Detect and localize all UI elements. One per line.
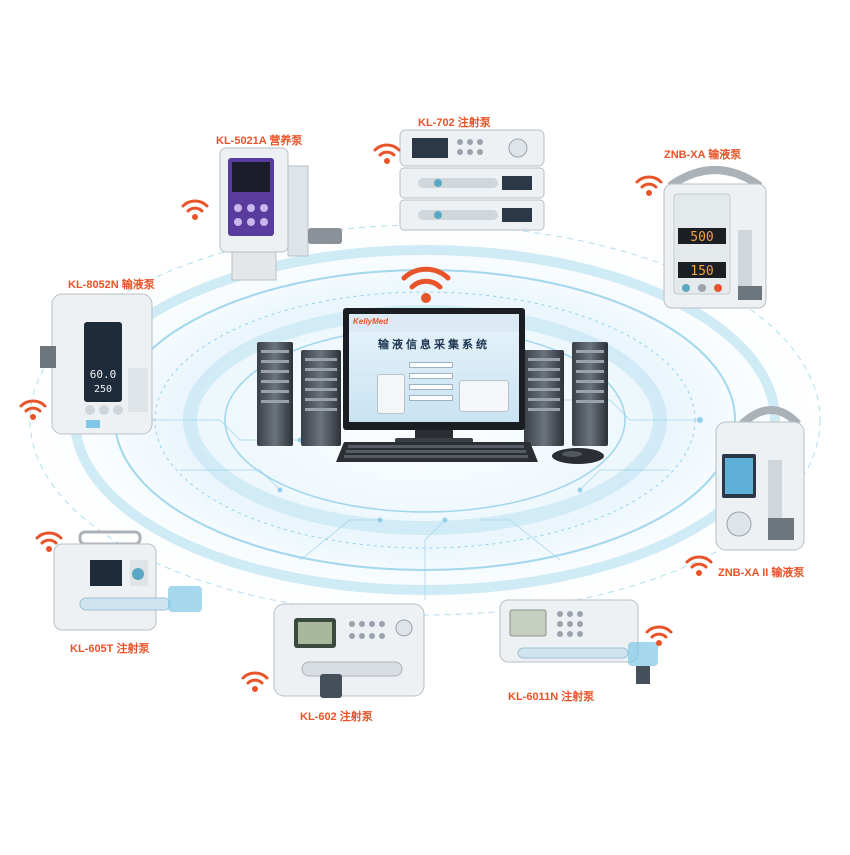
device-label-kl8052n: KL-8052N 输液泵	[68, 279, 155, 291]
nutrition-pump-kl5021a	[219, 147, 342, 281]
device-label-kl5021a: KL-5021A 营养泵	[216, 135, 303, 147]
syringe-pump-kl702	[399, 129, 545, 231]
device-label-znbxa: ZNB-XA 输液泵	[664, 149, 742, 161]
server-rack-right-icon	[524, 342, 608, 446]
mouse-icon	[552, 448, 604, 464]
screen-form	[409, 362, 453, 402]
monitor-base	[395, 438, 473, 443]
server-rack-left-icon	[257, 342, 341, 446]
screen-pump-image	[377, 374, 405, 414]
wifi-icon	[401, 266, 451, 303]
wifi-icon	[19, 399, 47, 420]
wifi-icon	[685, 555, 713, 576]
device-label-znbxa2: ZNB-XA II 输液泵	[718, 567, 805, 579]
monitor: KellyMed 输液信息采集系统	[343, 308, 525, 430]
device-label-kl702: KL-702 注射泵	[418, 117, 491, 129]
wifi-icon	[181, 199, 209, 220]
svg-text:250: 250	[94, 384, 112, 395]
wifi-icon	[645, 625, 673, 646]
svg-text:500: 500	[690, 230, 713, 245]
brand-logo: KellyMed	[353, 317, 389, 326]
wifi-icon	[373, 143, 401, 164]
infusion-pump-znbxa2	[715, 406, 805, 551]
device-label-kl602: KL-602 注射泵	[300, 711, 373, 723]
svg-text:60.0: 60.0	[90, 368, 117, 381]
syringe-pump-kl602	[273, 603, 425, 698]
system-title: 输液信息采集系统	[378, 338, 490, 351]
screen-header: KellyMed	[349, 314, 519, 332]
monitor-stand	[415, 430, 453, 440]
infusion-pump-znbxa: 500 150	[663, 166, 767, 309]
device-label-kl605t: KL-605T 注射泵	[70, 643, 150, 655]
syringe-pump-kl6011n	[499, 599, 658, 684]
monitor-screen: KellyMed 输液信息采集系统	[349, 314, 519, 422]
keyboard-icon	[336, 442, 538, 462]
wifi-icon	[35, 531, 63, 552]
wifi-icon	[241, 671, 269, 692]
wifi-icon	[635, 175, 663, 196]
screen-syringe-image	[459, 380, 509, 412]
infusion-pump-kl8052n: 60.0 250	[40, 293, 153, 435]
svg-text:150: 150	[690, 264, 713, 279]
syringe-pump-kl605t	[53, 530, 202, 631]
device-label-kl6011n: KL-6011N 注射泵	[508, 691, 595, 703]
